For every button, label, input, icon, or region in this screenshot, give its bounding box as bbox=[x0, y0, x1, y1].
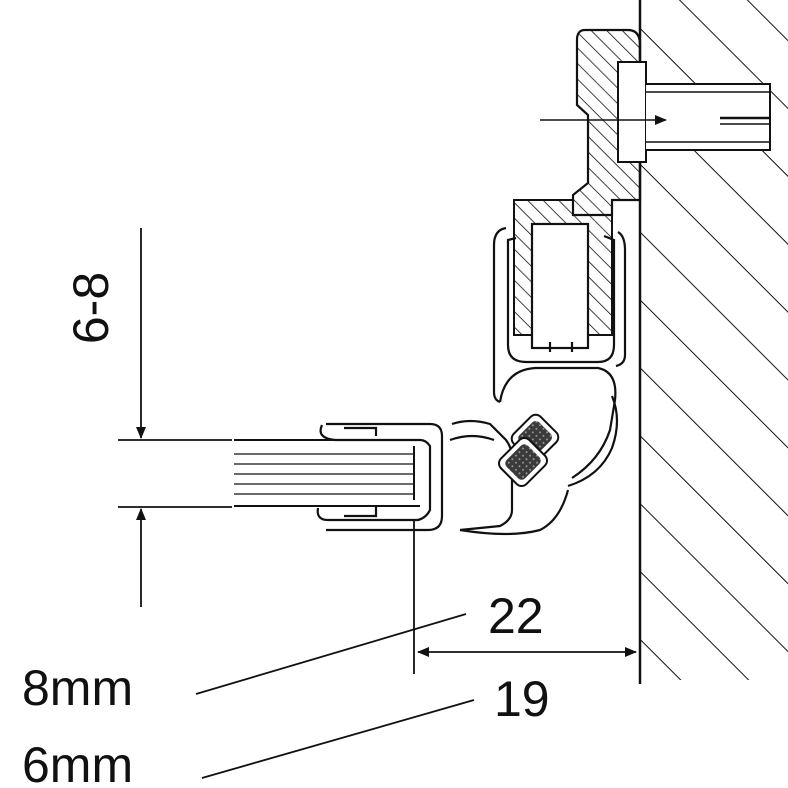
wall-bracket bbox=[571, 28, 647, 217]
label-glass-8mm: 8mm bbox=[22, 660, 133, 716]
vertical-glass-panel bbox=[513, 199, 613, 350]
wall-anchor-screw bbox=[540, 83, 771, 151]
vertical-seal-profile bbox=[492, 226, 627, 404]
dimension-label-22: 22 bbox=[488, 588, 544, 644]
corner-seal-body bbox=[498, 366, 619, 488]
leader-lines bbox=[195, 613, 475, 779]
horizontal-glass-panel bbox=[234, 439, 420, 507]
label-glass-6mm: 6mm bbox=[22, 737, 133, 788]
dimension-glass-thickness bbox=[118, 228, 232, 607]
label-glass-thickness: 6-8 bbox=[63, 272, 119, 344]
dimension-seal-width bbox=[413, 520, 637, 674]
magnetic-strips bbox=[498, 413, 560, 487]
dimension-label-19: 19 bbox=[494, 671, 550, 727]
